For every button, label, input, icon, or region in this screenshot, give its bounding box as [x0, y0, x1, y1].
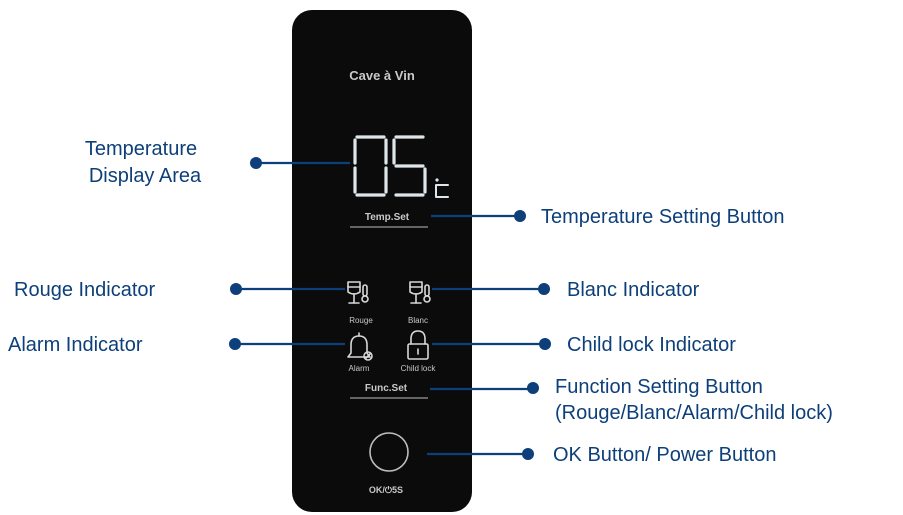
- blanc-label: Blanc: [408, 316, 428, 325]
- callout-dot: [539, 338, 551, 350]
- callout-function-setting-line2: (Rouge/Blanc/Alarm/Child lock): [555, 402, 833, 424]
- wine-glass-thermometer-icon: [409, 281, 431, 304]
- callout-blanc: Blanc Indicator: [432, 279, 700, 301]
- ok-button-ring: [369, 432, 409, 472]
- callout-ok-power: OK Button/ Power Button: [427, 444, 776, 466]
- lock-icon: [407, 330, 429, 360]
- callout-dot: [522, 448, 534, 460]
- callout-dot: [527, 382, 539, 394]
- alarm-label: Alarm: [349, 364, 370, 373]
- callout-rouge-text: Rouge Indicator: [14, 279, 156, 301]
- callout-temperature-setting: Temperature Setting Button: [431, 206, 784, 228]
- temperature-display: 05 ℃: [353, 135, 449, 198]
- temp-set-label: Temp.Set: [365, 212, 410, 223]
- digit-zero: [353, 135, 388, 197]
- callout-dot: [538, 283, 550, 295]
- callout-alarm: Alarm Indicator: [8, 334, 345, 356]
- alarm-indicator: Alarm: [347, 332, 373, 373]
- ok-power-button[interactable]: OK/⏻5S: [369, 432, 409, 495]
- callout-child-lock-text: Child lock Indicator: [567, 334, 736, 356]
- callout-function-setting-line1: Function Setting Button: [555, 376, 763, 398]
- func-set-button[interactable]: Func.Set: [350, 383, 428, 399]
- callout-alarm-text: Alarm Indicator: [8, 334, 143, 356]
- callout-function-setting: Function Setting Button (Rouge/Blanc/Ala…: [430, 376, 833, 424]
- celsius-unit-icon: [435, 178, 449, 198]
- bell-icon: [347, 332, 373, 361]
- callout-blanc-text: Blanc Indicator: [567, 279, 700, 301]
- callout-temperature-display: Temperature Display Area: [85, 138, 350, 187]
- callout-ok-power-text: OK Button/ Power Button: [553, 444, 776, 466]
- control-panel: [292, 10, 472, 512]
- ok-button-label: OK/⏻5S: [369, 485, 403, 495]
- callout-rouge: Rouge Indicator: [14, 279, 345, 301]
- rouge-indicator: Rouge: [347, 281, 373, 325]
- temp-set-button[interactable]: Temp.Set: [350, 212, 428, 228]
- wine-glass-thermometer-icon: [347, 281, 369, 304]
- blanc-indicator: Blanc: [408, 281, 431, 325]
- child-lock-indicator: Child lock: [401, 330, 437, 373]
- callout-dot: [514, 210, 526, 222]
- panel-title: Cave à Vin: [349, 68, 415, 83]
- child-lock-label: Child lock: [401, 364, 437, 373]
- callout-temperature-setting-text: Temperature Setting Button: [541, 206, 784, 228]
- callout-child-lock: Child lock Indicator: [432, 334, 736, 356]
- callout-temperature-display-line2: Display Area: [89, 165, 202, 187]
- callout-temperature-display-line1: Temperature: [85, 138, 197, 160]
- rouge-label: Rouge: [349, 316, 373, 325]
- func-set-label: Func.Set: [365, 383, 408, 394]
- digit-five: [392, 135, 427, 197]
